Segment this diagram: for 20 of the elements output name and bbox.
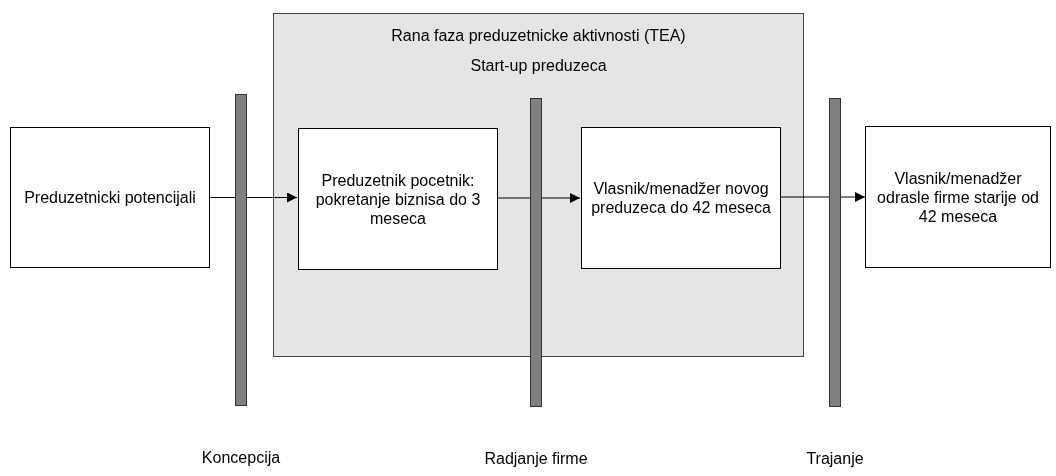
arrow: [496, 193, 581, 203]
stage-box: [581, 127, 781, 269]
stage-box: [298, 128, 498, 270]
gate-bar: [530, 98, 542, 407]
phase-label: Trajanje: [806, 449, 864, 469]
phase-label: Radjanje firme: [484, 449, 588, 469]
panel-title: Rana faza preduzetnicke aktivnosti (TEA): [391, 26, 686, 46]
stage-box: [865, 126, 1051, 268]
arrow: [779, 192, 866, 202]
box-text: Vlasnik/menadžer novog preduzeca do 42 meseca: [590, 179, 772, 217]
stage-panel: [273, 13, 804, 357]
stage-box: [10, 127, 210, 268]
panel-subtitle: Start-up preduzeca: [470, 56, 607, 76]
box-text: Preduzetnicki potencijali: [24, 188, 196, 207]
gate-bar: [829, 98, 841, 407]
box-text: Vlasnik/menadžer odrasle firme starije od 42 meseca: [876, 168, 1040, 226]
box-text: Preduzetnik pocetnik: pokretanje biznisa do 3 meseca: [314, 170, 482, 228]
gate-bar: [235, 94, 247, 406]
arrow: [209, 192, 298, 203]
phase-label: Koncepcija: [201, 448, 281, 468]
